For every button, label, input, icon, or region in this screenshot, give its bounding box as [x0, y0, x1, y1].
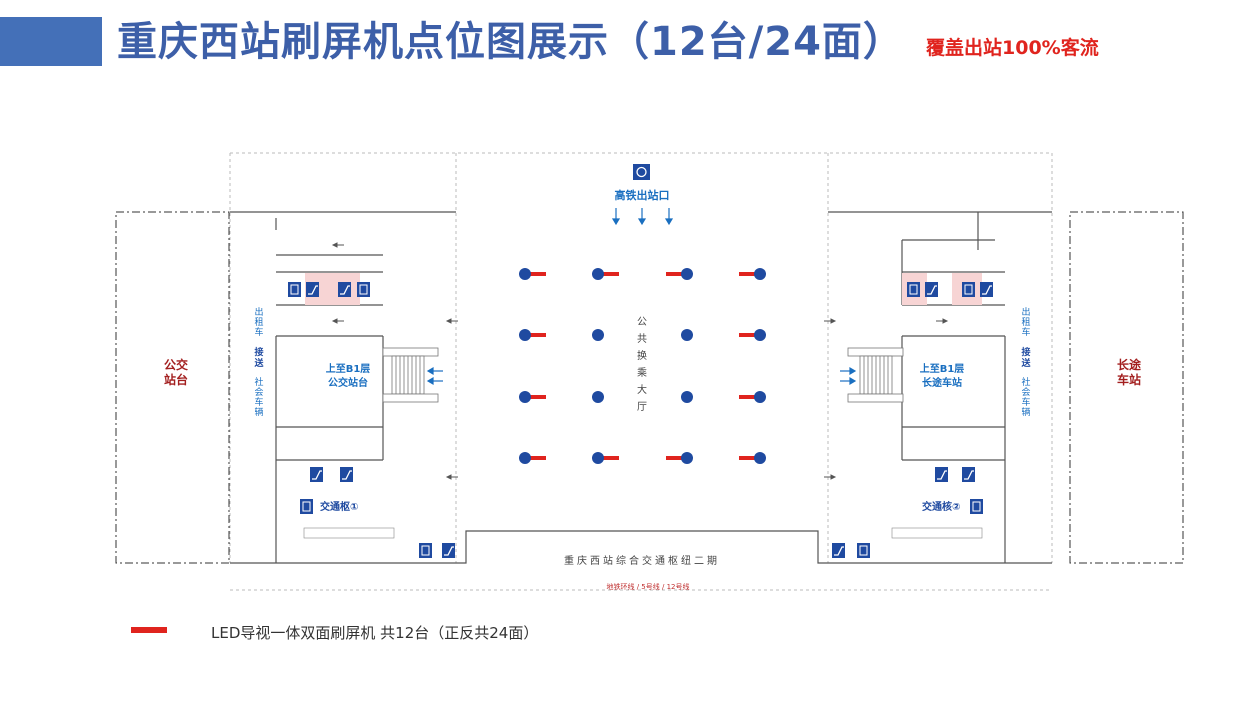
page-subtitle: 覆盖出站100%客流	[926, 37, 1099, 59]
left-taxi-1: 出	[254, 306, 263, 318]
led-screen-markers	[519, 268, 766, 464]
long-distance-label-1: 长途	[1117, 357, 1142, 372]
left-pickup-2: 送	[253, 357, 264, 369]
left-escalator	[382, 347, 439, 403]
escalator-icon	[832, 543, 845, 558]
hall-label-1: 公	[637, 317, 647, 328]
elevator-icon	[288, 282, 301, 297]
hall-label-2: 共	[637, 333, 647, 345]
hall-label-4: 乘	[637, 367, 647, 379]
bus-station-label-2: 站台	[164, 372, 188, 387]
led-screen-unit	[519, 329, 546, 341]
right-taxi-1: 出	[1021, 306, 1030, 318]
pillar	[592, 329, 604, 341]
elevator-icon	[857, 543, 870, 558]
hub-label: 重庆西站综合交通枢纽二期	[564, 554, 720, 567]
right-escalator	[847, 347, 904, 403]
hub-block	[456, 530, 828, 564]
escalator-icon	[925, 282, 938, 297]
flow-arrows	[331, 242, 949, 480]
stairs	[303, 527, 983, 539]
left-social-3: 车	[254, 396, 263, 408]
escalator-icon	[310, 467, 323, 482]
page-title: 重庆西站刷屏机点位图展示（12台/24面）	[117, 19, 904, 65]
right-escalator-line2: 长途车站	[922, 376, 962, 389]
led-screen-unit	[519, 268, 546, 280]
outer-boundary	[229, 152, 1053, 591]
right-taxi-3: 车	[1021, 326, 1030, 338]
core-right-label: 交通核②	[922, 500, 960, 513]
train-exit-icon	[633, 164, 650, 180]
right-pickup-1: 接	[1021, 346, 1030, 358]
led-screen-unit	[519, 452, 546, 464]
led-screen-unit	[666, 452, 693, 464]
escalator-icon	[340, 467, 353, 482]
led-screen-unit	[739, 268, 766, 280]
bus-station-label-1: 公交	[164, 357, 188, 372]
led-screen-unit	[739, 452, 766, 464]
led-screen-unit	[739, 329, 766, 341]
left-escalator-line1: 上至B1层	[326, 362, 371, 375]
escalator-icon	[338, 282, 351, 297]
elevator-icon	[907, 282, 920, 297]
hall-label-5: 大	[637, 383, 647, 396]
escalator-icon	[962, 467, 975, 482]
title-accent-bar	[0, 17, 102, 66]
elevator-icon	[962, 282, 975, 297]
elevator-icon	[970, 499, 983, 514]
right-social-1: 社	[1021, 376, 1030, 388]
right-escalator-line1: 上至B1层	[920, 362, 965, 375]
escalator-icon	[306, 282, 319, 297]
escalator-icon	[442, 543, 455, 558]
exit-label: 高铁出站口	[615, 188, 670, 202]
led-screen-unit	[592, 268, 619, 280]
left-social-1: 社	[254, 376, 263, 388]
right-social-4: 辆	[1021, 406, 1030, 418]
bus-station-area	[115, 211, 230, 564]
led-screen-unit	[739, 391, 766, 403]
led-screen-unit	[519, 391, 546, 403]
right-social-2: 会	[1021, 386, 1030, 398]
hall-label-3: 换	[637, 349, 647, 362]
escalator-icon	[980, 282, 993, 297]
escalator-icon	[935, 467, 948, 482]
right-taxi-2: 租	[1021, 317, 1030, 328]
led-screen-unit	[592, 452, 619, 464]
legend-swatch	[131, 627, 167, 633]
elevator-icon	[357, 282, 370, 297]
elevator-icon	[419, 543, 432, 558]
left-social-2: 会	[254, 386, 263, 398]
left-taxi-2: 租	[254, 317, 263, 328]
left-pickup-1: 接	[254, 346, 263, 358]
legend-text: LED导视一体双面刷屏机 共12台（正反共24面）	[211, 624, 539, 642]
escalator-arrows	[426, 366, 857, 386]
core-left-label: 交通枢①	[320, 500, 358, 513]
pillar	[592, 391, 604, 403]
highlight-zones	[305, 273, 982, 305]
exit-arrows	[611, 208, 674, 226]
hall-label-6: 厅	[637, 402, 647, 413]
right-pickup-2: 送	[1020, 357, 1031, 369]
pillar	[681, 329, 693, 341]
metro-label: 地铁环线 / 5号线 / 12号线	[607, 582, 690, 591]
right-social-3: 车	[1021, 396, 1030, 408]
facility-icons	[288, 282, 993, 558]
long-distance-area	[1069, 211, 1184, 564]
pillar	[681, 391, 693, 403]
led-screen-unit	[666, 268, 693, 280]
long-distance-label-2: 车站	[1117, 372, 1141, 387]
left-escalator-line2: 公交站台	[328, 376, 368, 389]
elevator-icon	[300, 499, 313, 514]
left-social-4: 辆	[254, 406, 263, 418]
left-taxi-3: 车	[254, 326, 263, 338]
